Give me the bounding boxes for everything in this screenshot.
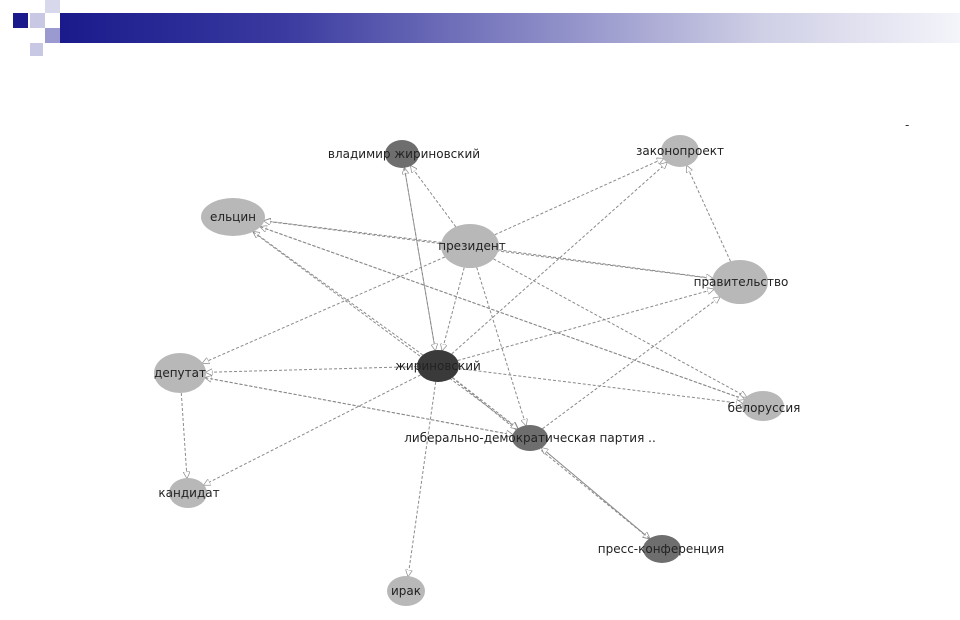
graph-node-zak: законопроект <box>636 135 724 167</box>
header-square-light <box>45 0 60 13</box>
header-square-light <box>30 13 45 28</box>
node-label: ирак <box>391 584 421 598</box>
graph-edge-elc-bel <box>260 226 744 399</box>
node-label: пресс-конференция <box>598 542 724 556</box>
graph-node-dep: депутат <box>154 353 206 393</box>
graph-edge-zhir-dep <box>206 366 418 373</box>
graph-edge-pres-zak <box>494 159 663 236</box>
node-shape <box>385 140 419 168</box>
node-label: правительство <box>694 275 789 289</box>
slide-header-decoration <box>0 0 960 56</box>
node-label: белоруссия <box>728 401 801 415</box>
graph-node-kand: кандидат <box>158 478 220 508</box>
graph-edge-dep-ldpr <box>205 377 512 435</box>
corner-mark: - <box>905 118 910 132</box>
node-shape <box>154 353 206 393</box>
node-shape <box>441 224 499 268</box>
node-label: кандидат <box>158 486 219 500</box>
node-shape <box>712 260 768 304</box>
header-square-light <box>30 43 43 56</box>
graph-edge-prav-zak <box>687 166 731 262</box>
graph-node-pk: пресс-конференция <box>598 535 724 563</box>
graph-node-prav: правительство <box>694 260 789 304</box>
node-label: законопроект <box>636 144 724 158</box>
graph-edge-vz-zhir <box>403 167 435 350</box>
graph-node-bel: белоруссия <box>728 391 801 421</box>
header-square-mid <box>45 28 60 43</box>
node-label: либерально-демократическая партия .. <box>404 431 656 445</box>
node-label: депутат <box>154 366 206 380</box>
graph-edge-zhir-pk <box>451 377 649 539</box>
graph-edge-pres-dep <box>203 256 446 363</box>
node-label: президент <box>438 239 506 253</box>
graph-edge-ldpr-prav <box>542 297 720 430</box>
graph-edge-pres-ldpr <box>476 267 526 425</box>
graph-edge-zhir-ldpr <box>452 377 518 429</box>
node-shape <box>661 135 699 167</box>
graph-edge-zhir-kand <box>204 374 421 485</box>
node-label: ельцин <box>210 210 256 224</box>
node-label: жириновский <box>395 359 481 373</box>
graph-node-ldpr: либерально-демократическая партия .. <box>404 425 656 451</box>
graph-edge-zhir-elc <box>253 232 424 356</box>
node-shape <box>201 198 265 236</box>
node-shape <box>512 425 548 451</box>
node-shape <box>169 478 207 508</box>
graph-edge-zhir-irak <box>408 381 437 576</box>
node-shape <box>417 350 459 382</box>
graph-node-elc: ельцин <box>201 198 265 236</box>
graph-edge-pres-zhir <box>442 267 465 351</box>
graph-edge-pres-prav <box>498 249 713 278</box>
graph-edges <box>180 159 747 576</box>
node-shape <box>643 535 681 563</box>
graph-node-zhir: жириновский <box>395 350 481 382</box>
graph-nodes: владимир жириновский законопроект ельцин пр… <box>154 135 800 606</box>
graph-edge-pres-vz <box>411 166 457 228</box>
header-gradient-band <box>60 13 960 43</box>
graph-node-irak: ирак <box>387 576 425 606</box>
node-shape <box>387 576 425 606</box>
graph-node-pres: президент <box>438 224 506 268</box>
graph-node-vz: владимир жириновский <box>328 140 480 168</box>
node-label: владимир жириновский <box>328 147 480 161</box>
graph-edge-zhir-bel <box>458 368 743 404</box>
graph-edge-pres-bel <box>493 258 747 397</box>
node-shape <box>742 391 784 421</box>
graph-edge-zhir-prav <box>457 289 714 361</box>
graph-edge-pk-ldpr <box>542 448 650 539</box>
graph-edge-dep-kand <box>180 392 187 478</box>
graph-edge-zhir-zak <box>451 163 667 355</box>
header-square-dark <box>13 13 28 28</box>
